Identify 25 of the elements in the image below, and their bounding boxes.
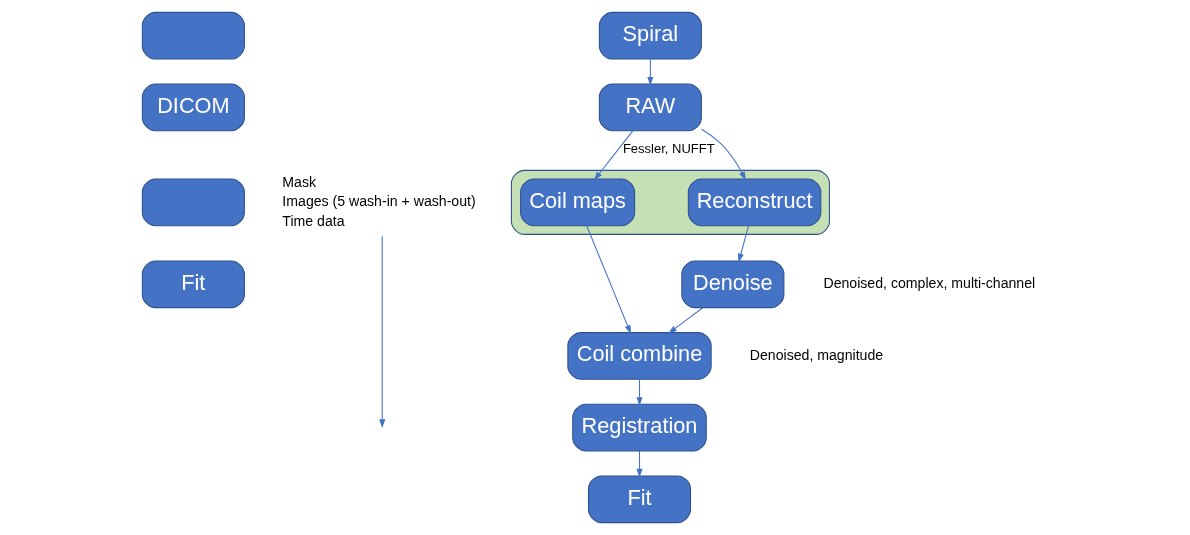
node-box: Fit: [587, 475, 692, 524]
arrow: [586, 225, 631, 334]
arrow: [594, 130, 634, 181]
arrow: [668, 307, 704, 334]
edge-label: Fessler, NUFFT: [622, 141, 715, 157]
arrow: [636, 378, 643, 406]
arrow: [379, 235, 386, 429]
node-box: Coil combine: [567, 332, 712, 380]
node-box: Coil maps: [520, 178, 636, 227]
node-label: Denoised, complex, multi-channel: [823, 275, 1036, 292]
node-box: DICOM: [141, 83, 245, 132]
arrow: [636, 450, 643, 478]
arrow: [701, 128, 746, 181]
node-box: Registration: [572, 403, 707, 452]
node-text: Mask Images (5 wash-in + wash-out) Time data: [282, 173, 476, 229]
arrow: [647, 58, 654, 86]
node-box: [141, 178, 245, 227]
node-box: Fit: [141, 260, 245, 309]
node-box: Denoise: [681, 260, 785, 309]
arrow: [737, 225, 749, 263]
node-box: [141, 11, 245, 60]
node-box: RAW: [598, 83, 702, 132]
node-box: Spiral: [598, 11, 702, 60]
node-label: Denoised, magnitude: [749, 346, 884, 363]
node-box: Reconstruct: [687, 178, 822, 227]
